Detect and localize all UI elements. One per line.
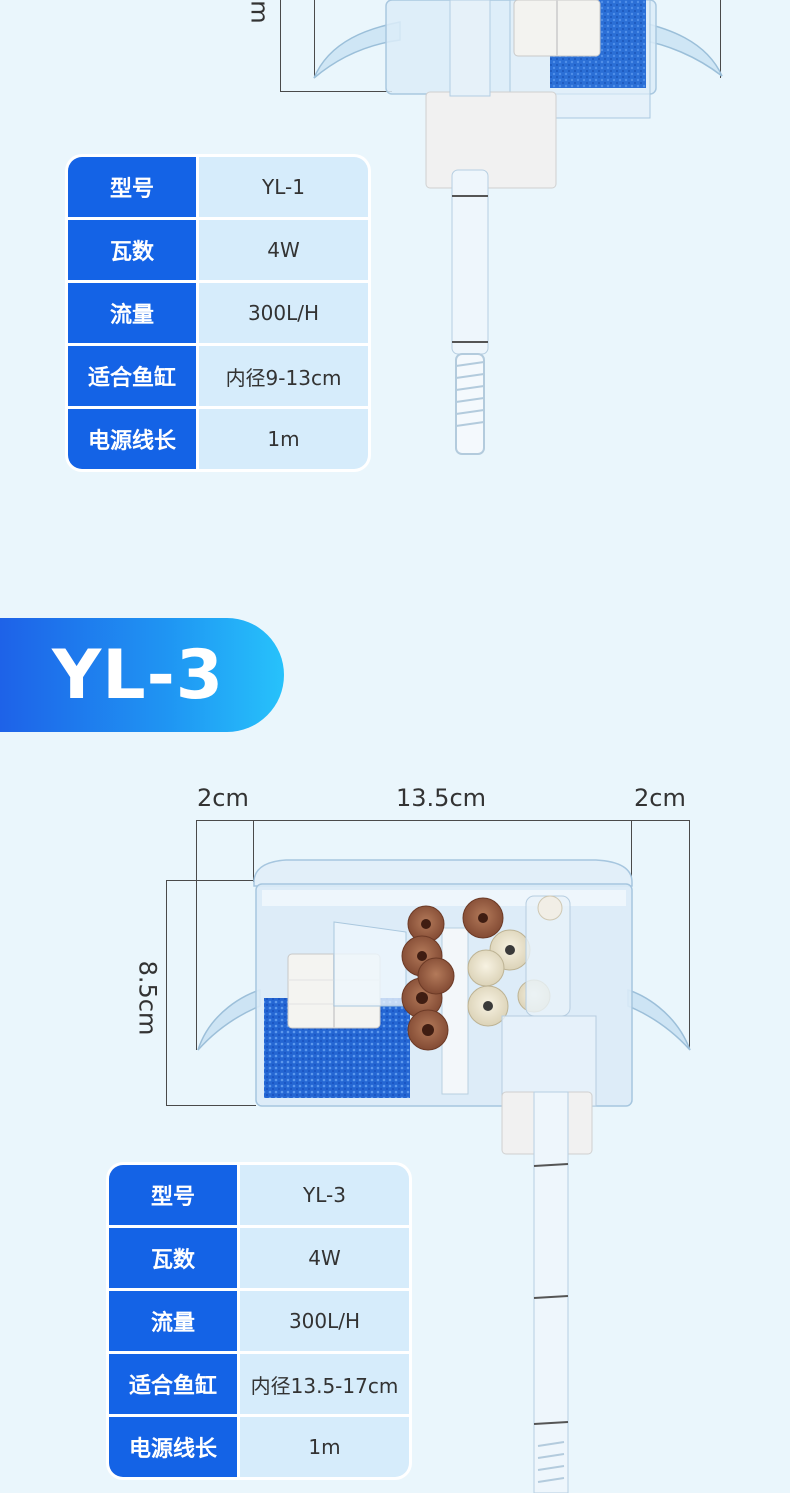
spec-value-cord-length: 1m bbox=[196, 409, 368, 469]
bottom-dimension-diagram: 2cm 13.5cm 2cm 8.5cm bbox=[0, 770, 790, 1110]
spec-key-model: 型号 bbox=[68, 157, 196, 217]
spec-row-cord-length: 电源线长 1m bbox=[109, 1414, 409, 1477]
spec-value-flow: 300L/H bbox=[237, 1291, 409, 1351]
spec-value-cord-length: 1m bbox=[237, 1417, 409, 1477]
yl3-spec-table: 型号 YL-3 瓦数 4W 流量 300L/H 适合鱼缸 内径13.5-17cm… bbox=[109, 1165, 409, 1477]
spec-key-cord-length: 电源线长 bbox=[109, 1417, 237, 1477]
spec-value-wattage: 4W bbox=[196, 220, 368, 280]
height-label: 8.5cm bbox=[133, 960, 162, 1036]
spec-key-flow: 流量 bbox=[68, 283, 196, 343]
spec-row-wattage: 瓦数 4W bbox=[68, 217, 368, 280]
spec-row-tank-size: 适合鱼缸 内径13.5-17cm bbox=[109, 1351, 409, 1414]
spec-key-wattage: 瓦数 bbox=[109, 1228, 237, 1288]
spec-value-wattage: 4W bbox=[237, 1228, 409, 1288]
spec-value-model: YL-3 bbox=[237, 1165, 409, 1225]
yl1-spec-table: 型号 YL-1 瓦数 4W 流量 300L/H 适合鱼缸 内径9-13cm 电源… bbox=[68, 157, 368, 469]
spec-row-model: 型号 YL-1 bbox=[68, 157, 368, 217]
spec-row-wattage: 瓦数 4W bbox=[109, 1225, 409, 1288]
main-width-label: 13.5cm bbox=[396, 784, 487, 812]
spec-key-tank-size: 适合鱼缸 bbox=[109, 1354, 237, 1414]
spec-key-wattage: 瓦数 bbox=[68, 220, 196, 280]
spec-row-tank-size: 适合鱼缸 内径9-13cm bbox=[68, 343, 368, 406]
spec-row-flow: 流量 300L/H bbox=[68, 280, 368, 343]
yl3-filter-image bbox=[197, 859, 691, 1493]
spec-key-flow: 流量 bbox=[109, 1291, 237, 1351]
right-width-label: 2cm bbox=[634, 784, 686, 812]
top-height-label: m bbox=[245, 0, 274, 24]
spec-row-flow: 流量 300L/H bbox=[109, 1288, 409, 1351]
spec-value-model: YL-1 bbox=[196, 157, 368, 217]
spec-value-flow: 300L/H bbox=[196, 283, 368, 343]
spec-row-model: 型号 YL-3 bbox=[109, 1165, 409, 1225]
section-banner: YL-3 bbox=[0, 618, 284, 732]
spec-key-tank-size: 适合鱼缸 bbox=[68, 346, 196, 406]
section-title: YL-3 bbox=[52, 635, 225, 715]
spec-key-model: 型号 bbox=[109, 1165, 237, 1225]
spec-value-tank-size: 内径13.5-17cm bbox=[237, 1354, 409, 1414]
spec-value-tank-size: 内径9-13cm bbox=[196, 346, 368, 406]
left-width-label: 2cm bbox=[197, 784, 249, 812]
spec-key-cord-length: 电源线长 bbox=[68, 409, 196, 469]
top-dimension-diagram: m bbox=[0, 0, 790, 120]
top-filter-image bbox=[313, 0, 723, 455]
spec-row-cord-length: 电源线长 1m bbox=[68, 406, 368, 469]
